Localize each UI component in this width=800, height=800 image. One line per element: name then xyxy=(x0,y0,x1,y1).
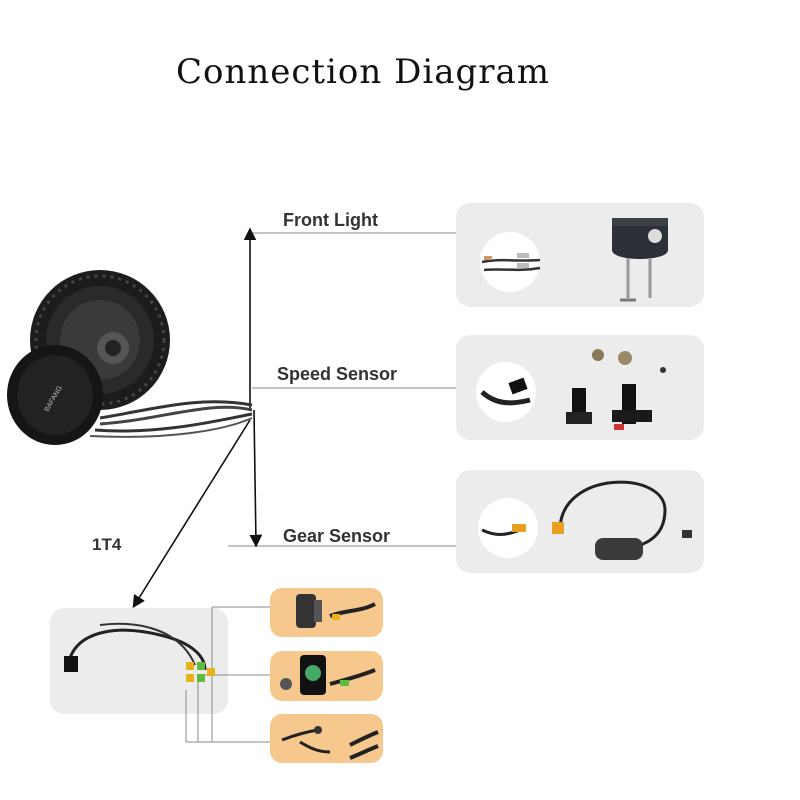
gear-sensor-wire-image xyxy=(478,498,538,558)
throttle-image xyxy=(296,594,376,628)
display-image xyxy=(280,655,376,695)
throttle-panel xyxy=(270,588,383,637)
page-title: Connection Diagram xyxy=(175,52,551,92)
label-gear-sensor: Gear Sensor xyxy=(283,526,391,546)
front-light-wire-image xyxy=(480,232,541,292)
speed-sensor-body-image xyxy=(566,384,652,430)
speed-sensor-wire-image xyxy=(476,362,536,422)
label-harness: 1T4 xyxy=(92,535,122,554)
label-front-light: Front Light xyxy=(283,210,378,230)
label-speed-sensor: Speed Sensor xyxy=(277,364,398,384)
arrow-gear-sensor xyxy=(249,409,263,548)
brake-lever-image xyxy=(281,726,379,760)
arrows xyxy=(132,227,263,609)
connector-lines xyxy=(228,232,456,547)
speed-sensor-magnets-image xyxy=(592,349,666,373)
arrow-harness xyxy=(132,419,251,609)
gear-sensor-cable-image xyxy=(552,480,692,560)
motor-image: BAFANG xyxy=(7,270,253,445)
harness-cable-image xyxy=(64,622,215,682)
front-light-lamp-image xyxy=(612,218,668,302)
